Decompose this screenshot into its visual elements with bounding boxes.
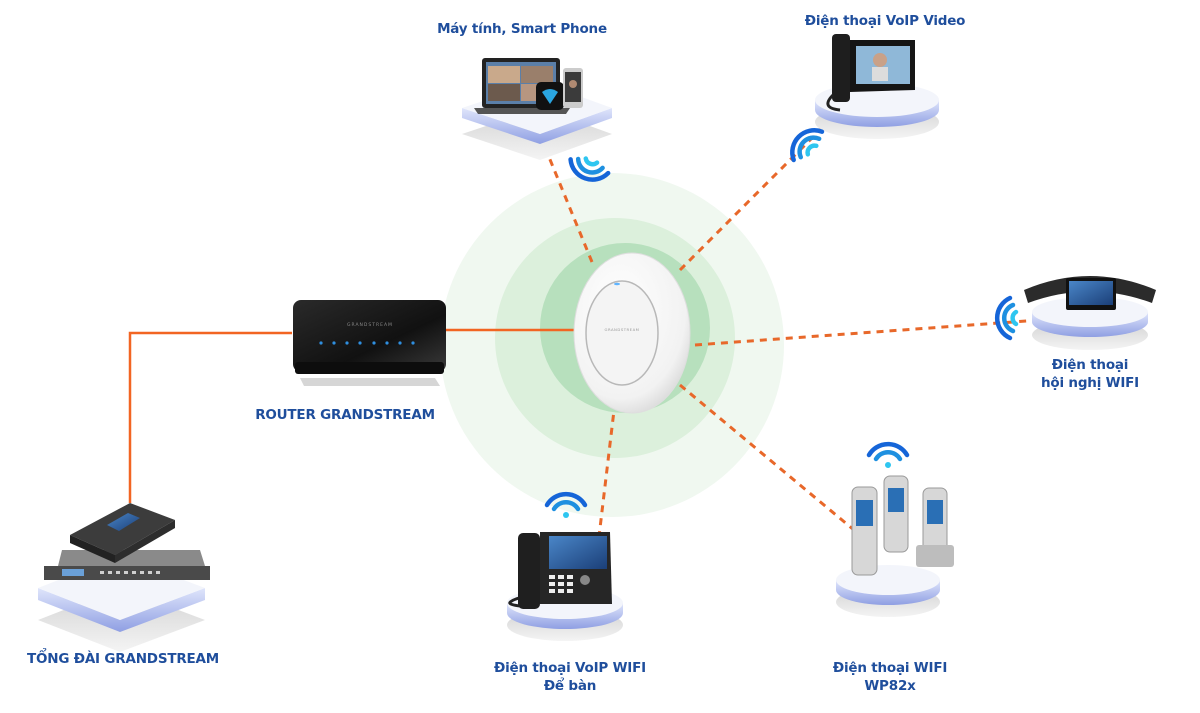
label-desk-phone: Điện thoại VoIP WIFI Để bàn xyxy=(475,659,665,695)
link-ap-desk-phone xyxy=(596,401,617,546)
smartphone-icon xyxy=(563,68,583,108)
label-pbx: TỔNG ĐÀI GRANDSTREAM xyxy=(26,651,220,667)
label-wifi-handsets-line2: WP82x xyxy=(864,678,916,694)
pbx-node[interactable] xyxy=(38,503,210,652)
desktop-pbx-icon xyxy=(70,503,175,563)
wifi-handset-icon-center xyxy=(883,475,909,553)
wireless-links xyxy=(540,113,1041,546)
access-point-icon: GRANDSTREAM xyxy=(573,252,691,414)
app-logo-icon xyxy=(536,82,564,110)
computer-phone-node[interactable] xyxy=(462,58,612,160)
link-ap-conference-phone xyxy=(694,318,1041,347)
label-router: ROUTER GRANDSTREAM xyxy=(255,407,435,423)
access-point-node[interactable]: GRANDSTREAM xyxy=(573,252,691,414)
desk-phone-node[interactable] xyxy=(507,532,623,641)
label-wifi-handsets-line1: Điện thoại WIFI xyxy=(832,660,948,676)
router-brand-text: GRANDSTREAM xyxy=(347,322,393,328)
label-conference-phone: Điện thoại hội nghị WIFI xyxy=(1020,356,1160,392)
wifi-icon-wifi-handsets xyxy=(866,441,910,468)
desk-phone-icon xyxy=(508,532,612,609)
video-phone-icon xyxy=(826,34,915,112)
wifi-signal-icons xyxy=(544,128,1019,518)
label-desk-phone-line1: Điện thoại VoIP WIFI xyxy=(494,660,646,676)
label-conference-phone-line1: Điện thoại xyxy=(1051,357,1129,373)
wifi-icon-desk-phone xyxy=(544,491,588,518)
label-desk-phone-line2: Để bàn xyxy=(543,678,597,694)
link-ap-wifi-handsets xyxy=(679,383,861,537)
conference-phone-icon xyxy=(1024,276,1156,310)
conference-phone-node[interactable] xyxy=(1024,276,1156,350)
wifi-icon-conference-phone xyxy=(994,295,1019,341)
router-icon: GRANDSTREAM xyxy=(293,300,446,386)
pedestal xyxy=(836,565,940,617)
wifi-icon-video-phone xyxy=(790,128,825,163)
router-node[interactable]: GRANDSTREAM xyxy=(293,300,446,386)
rack-pbx-icon xyxy=(44,550,210,580)
link-pbx-router xyxy=(128,331,292,503)
label-conference-phone-line2: hội nghị WIFI xyxy=(1041,375,1139,391)
label-wifi-handsets: Điện thoại WIFI WP82x xyxy=(820,659,960,695)
link-ap-computer xyxy=(540,139,594,263)
label-video-phone: Điện thoại VoIP Video xyxy=(804,13,966,29)
video-phone-node[interactable] xyxy=(815,34,939,139)
pedestal xyxy=(1032,297,1148,350)
wired-links xyxy=(128,328,578,503)
router-port-leds xyxy=(319,341,415,345)
wifi-handset-icon-right xyxy=(916,487,954,567)
link-ap-video-phone xyxy=(678,113,837,272)
wifi-icon-computer xyxy=(568,156,611,182)
label-computer-phone: Máy tính, Smart Phone xyxy=(437,21,607,37)
access-point-brand-text: GRANDSTREAM xyxy=(605,327,640,332)
wifi-handset-icon-left xyxy=(851,486,878,576)
wifi-handsets-node[interactable] xyxy=(836,475,954,617)
